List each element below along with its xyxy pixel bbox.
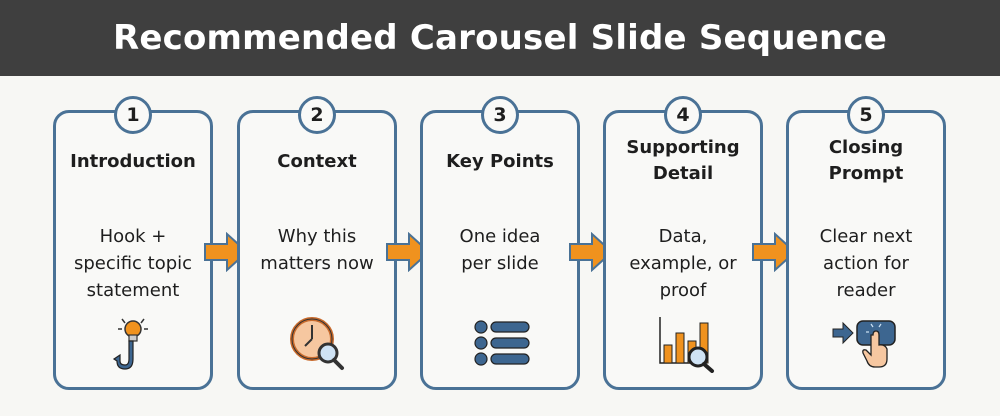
step-number-badge: 1 (114, 96, 152, 134)
step-number-badge: 4 (664, 96, 702, 134)
step-title: Introduction (70, 151, 196, 172)
arrow-right-icon (386, 232, 431, 272)
bullet-list-icon (474, 320, 530, 366)
arrow-right-icon (752, 232, 797, 272)
hook-lightbulb-icon (112, 318, 148, 370)
step-title: Key Points (446, 151, 554, 172)
arrow-right-icon (569, 232, 614, 272)
clock-magnifier-icon (290, 317, 344, 370)
header-bar: Recommended Carousel Slide Sequence (0, 0, 1000, 76)
click-button-icon (832, 320, 896, 368)
bar-chart-magnifier-icon (659, 317, 714, 373)
step-number-badge: 3 (481, 96, 519, 134)
step-title: Context (277, 151, 357, 172)
step-number-badge: 2 (298, 96, 336, 134)
step-number-badge: 5 (847, 96, 885, 134)
page-title: Recommended Carousel Slide Sequence (112, 18, 888, 58)
